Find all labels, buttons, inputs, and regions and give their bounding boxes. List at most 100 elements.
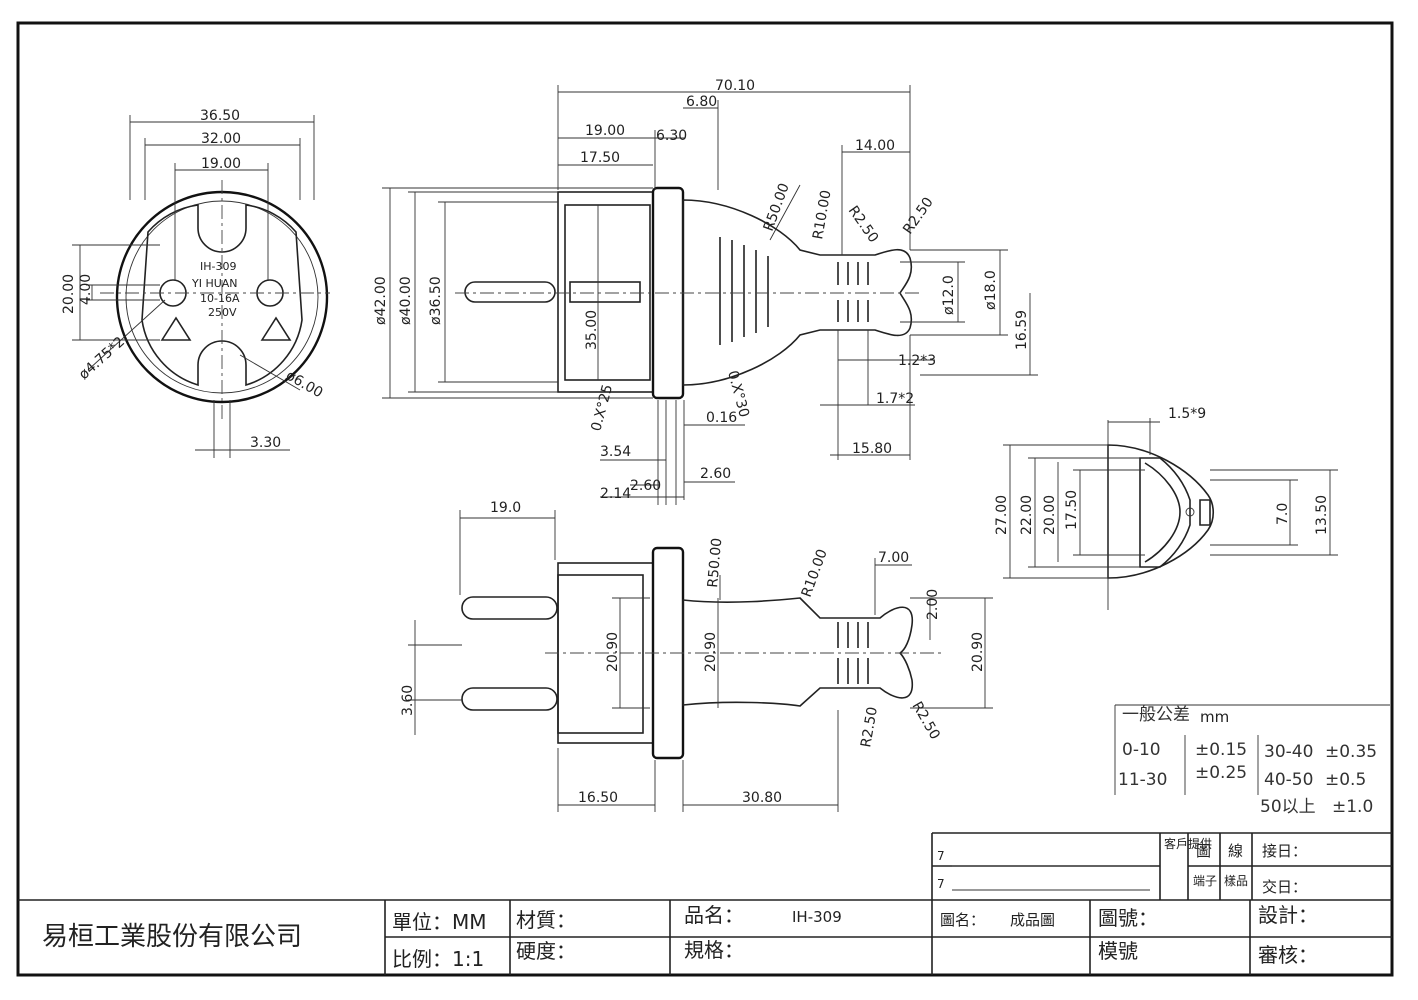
dim-1-7x2: 1.7*2 bbox=[876, 391, 914, 407]
dim-hole-4-75: ø4.75*2 bbox=[76, 334, 128, 383]
dim-dia-12: ø12.0 bbox=[941, 275, 957, 315]
company-name: 易桓工業股份有限公司 bbox=[42, 922, 302, 952]
dim-35-00: 35.00 bbox=[584, 310, 600, 350]
tolerance-value-1: ±0.15 bbox=[1195, 740, 1247, 760]
dim-angle-25: 0.X°25 bbox=[588, 383, 616, 433]
dim-20-90-a: 20.90 bbox=[605, 632, 621, 672]
drawing-name-value: 成品圖 bbox=[1010, 911, 1055, 929]
dim-r2-50-b: R2.50 bbox=[900, 195, 937, 238]
terminal-check: 端子 bbox=[1193, 874, 1217, 888]
dim-15-80: 15.80 bbox=[852, 441, 892, 457]
face-text-3: 10-16A bbox=[200, 292, 240, 305]
dim-r2-50-a: R2.50 bbox=[845, 203, 882, 246]
customer-provided: 客戶提供 bbox=[1164, 836, 1212, 851]
dim-r10: R10.00 bbox=[810, 189, 834, 241]
dim-19-00-side: 19.00 bbox=[585, 123, 625, 139]
dim-16-59: 16.59 bbox=[1014, 310, 1030, 350]
dim-r10-top: R10.00 bbox=[799, 547, 831, 599]
dim-2-00: 2.00 bbox=[925, 589, 941, 620]
sheet-border bbox=[16, 21, 1394, 977]
dim-3-30: 3.30 bbox=[250, 435, 281, 451]
dim-20-00: 20.00 bbox=[61, 274, 77, 314]
dim-19-0: 19.0 bbox=[490, 500, 521, 516]
design-label: 設計： bbox=[1258, 903, 1318, 927]
product-name-value: IH-309 bbox=[792, 908, 842, 926]
dim-20-90-b: 20.90 bbox=[703, 632, 719, 672]
dim-3-60: 3.60 bbox=[400, 685, 416, 716]
dim-17-50: 17.50 bbox=[580, 150, 620, 166]
tolerance-range-2: 11-30 bbox=[1118, 770, 1167, 790]
dim-dia-40: ø40.00 bbox=[398, 276, 414, 325]
dim-13-5: 13.50 bbox=[1314, 495, 1330, 535]
tolerance-value-3: ±0.35 bbox=[1325, 742, 1377, 762]
tolerance-title: 一般公差 bbox=[1122, 705, 1190, 725]
dim-7: 7.0 bbox=[1275, 503, 1291, 525]
sample-check: 樣品 bbox=[1224, 873, 1248, 888]
dim-4-00: 4.00 bbox=[78, 274, 94, 305]
dim-32-00: 32.00 bbox=[201, 131, 241, 147]
wire-check: 線 bbox=[1228, 842, 1243, 860]
dim-2-60-a: 2.60 bbox=[700, 466, 731, 482]
material-label: 材質： bbox=[516, 908, 576, 932]
dim-19-00: 19.00 bbox=[201, 156, 241, 172]
product-name-label: 品名： bbox=[684, 903, 744, 927]
unit-label: 單位：MM bbox=[392, 910, 487, 934]
tolerance-range-1: 0-10 bbox=[1122, 740, 1161, 760]
dim-r2-50-top-a: R2.50 bbox=[858, 706, 881, 749]
dim-0-16: 0.16 bbox=[706, 410, 737, 426]
title-block: 7 7 客戶提供 圖 線 端子 樣品 接日： 交日： 易桓工業股份有限公司 單位… bbox=[18, 832, 1392, 975]
revision-1: 7 bbox=[937, 849, 945, 863]
review-label: 審核： bbox=[1258, 943, 1318, 967]
dim-20: 20.00 bbox=[1042, 495, 1058, 535]
dim-36-50: 36.50 bbox=[200, 108, 240, 124]
tolerance-range-5: 50以上 bbox=[1260, 797, 1316, 817]
face-text-1: IH-309 bbox=[200, 260, 236, 273]
side-view: 70.10 6.80 19.00 6.30 17.50 14.00 R50.00… bbox=[373, 78, 1038, 505]
dim-7-00: 7.00 bbox=[878, 550, 909, 566]
model-label: 模號 bbox=[1098, 939, 1138, 963]
dim-14-00: 14.00 bbox=[855, 138, 895, 154]
dim-20-90-c: 20.90 bbox=[970, 632, 986, 672]
dim-2-14: 2.14 bbox=[600, 486, 631, 502]
tolerance-unit: mm bbox=[1200, 708, 1229, 726]
dim-22: 22.00 bbox=[1019, 495, 1035, 535]
dim-dia-18: ø18.0 bbox=[983, 270, 999, 310]
face-text-2: YI HUAN bbox=[191, 277, 238, 290]
scale-label: 比例：1:1 bbox=[392, 947, 484, 971]
receive-date-label: 接日： bbox=[1262, 842, 1307, 860]
hardness-label: 硬度： bbox=[516, 939, 576, 963]
drawing-check: 圖 bbox=[1196, 842, 1211, 860]
top-view: 19.0 R50.00 R10.00 7.00 2.00 20.90 20.90… bbox=[400, 500, 993, 812]
face-text-4: 250V bbox=[208, 306, 237, 319]
drawing-no-label: 圖號： bbox=[1098, 906, 1158, 930]
tolerance-table: 一般公差 mm 0-10 ±0.15 11-30 ±0.25 30-40 ±0.… bbox=[1114, 704, 1390, 817]
dim-6-80: 6.80 bbox=[686, 94, 717, 110]
dim-17-5: 17.50 bbox=[1064, 490, 1080, 530]
delivery-date-label: 交日： bbox=[1262, 878, 1307, 896]
dim-3-54: 3.54 bbox=[600, 444, 631, 460]
dim-hole-6-00: ø6.00 bbox=[283, 368, 325, 402]
tolerance-range-3: 30-40 bbox=[1264, 742, 1313, 762]
dim-2-60-b: 2.60 bbox=[630, 478, 661, 494]
dim-1-2x3: 1.2*3 bbox=[898, 353, 936, 369]
grip-view: 1.5*9 27.00 22.00 20.00 17.50 7.0 13.50 bbox=[994, 406, 1338, 610]
dim-dia-42: ø42.00 bbox=[373, 276, 389, 325]
dim-30-80: 30.80 bbox=[742, 790, 782, 806]
dim-r50-top: R50.00 bbox=[705, 537, 725, 588]
tolerance-range-4: 40-50 bbox=[1264, 770, 1313, 790]
dim-dia-36-50: ø36.50 bbox=[428, 276, 444, 325]
revision-2: 7 bbox=[937, 877, 945, 891]
tolerance-value-2: ±0.25 bbox=[1195, 763, 1247, 783]
tolerance-value-5: ±1.0 bbox=[1332, 797, 1373, 817]
dim-6-30: 6.30 bbox=[656, 128, 687, 144]
dim-70-10: 70.10 bbox=[715, 78, 755, 94]
tolerance-value-4: ±0.5 bbox=[1325, 770, 1366, 790]
dim-16-50: 16.50 bbox=[578, 790, 618, 806]
dim-r2-50-top-b: R2.50 bbox=[909, 699, 943, 742]
drawing-name-label: 圖名： bbox=[940, 911, 985, 929]
dim-27: 27.00 bbox=[994, 495, 1010, 535]
spec-label: 規格： bbox=[684, 938, 744, 962]
front-view: IH-309 YI HUAN 10-16A 250V 36.50 32.00 1… bbox=[61, 108, 330, 458]
dim-1-5x9: 1.5*9 bbox=[1168, 406, 1206, 422]
